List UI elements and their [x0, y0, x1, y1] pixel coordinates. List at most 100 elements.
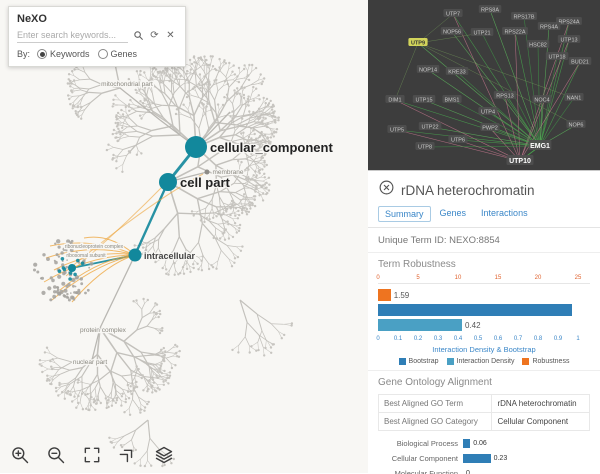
go-bar-track: 0: [463, 469, 590, 474]
gene-label-rps22a: RPS22A: [504, 29, 525, 35]
term-node-cell-part[interactable]: [159, 173, 177, 191]
gene-label-utp8: UTP8: [418, 144, 432, 150]
gene-label-noc4: NOC4: [534, 97, 549, 103]
gene-label-rps13: RPS13: [496, 93, 513, 99]
go-key-best-aligned-go-category: Best Aligned GO Category: [379, 413, 492, 431]
gene-label-emg1: EMG1: [530, 143, 550, 150]
gene-label-nop56: NOP56: [443, 29, 461, 35]
go-bar-label-molecular-function: Molecular Function: [378, 469, 463, 474]
expand-levels-button[interactable]: [114, 441, 141, 468]
gene-label-rps24a: RPS24A: [558, 19, 579, 25]
gene-label-utp13: UTP13: [560, 37, 577, 43]
go-bar-biological-process: Biological Process 0.06: [378, 437, 590, 450]
go-bar-value: 0.06: [473, 439, 487, 448]
bar-robustness: 1.59: [378, 289, 590, 301]
search-input[interactable]: [17, 28, 128, 43]
bar-fill-bootstrap: [378, 304, 572, 316]
bar-fill-robustness: [378, 289, 391, 301]
zoom-in-button[interactable]: [6, 441, 33, 468]
gene-label-dim1: DIM1: [388, 97, 401, 103]
membrane-node[interactable]: [205, 170, 210, 175]
search-icon[interactable]: [132, 29, 145, 42]
gene-label-kre33: KRE33: [448, 69, 465, 75]
layers-icon: [154, 445, 174, 465]
close-search-icon[interactable]: ✕: [164, 29, 177, 42]
legend-interaction-density: Interaction Density: [447, 358, 515, 365]
unique-term-id: Unique Term ID: NEXO:8854: [368, 228, 600, 253]
robustness-section-title: Term Robustness: [368, 253, 600, 272]
term-label-mitochondrial-part: mitochondrial part: [101, 81, 153, 88]
go-bar-track: 0.23: [463, 454, 590, 463]
go-bar-label-cellular-component: Cellular Component: [378, 454, 463, 463]
go-bar-fill: [463, 439, 470, 448]
gene-label-utp4: UTP4: [481, 109, 495, 115]
close-detail-icon[interactable]: [378, 179, 395, 201]
reset-search-icon[interactable]: ⟳: [148, 29, 161, 42]
gene-label-utp22: UTP22: [421, 124, 438, 130]
go-bar-cellular-component: Cellular Component 0.23: [378, 452, 590, 465]
fit-view-icon: [82, 445, 102, 465]
zoom-in-icon: [10, 445, 30, 465]
search-mode-keywords[interactable]: Keywords: [37, 49, 90, 59]
tree-main-edges: [72, 88, 230, 360]
go-bar-value: 0.23: [494, 454, 508, 463]
bar-bootstrap: [378, 304, 590, 316]
search-actions: ⟳ ✕: [132, 29, 177, 42]
go-value-best-aligned-go-term: rDNA heterochromatin: [492, 395, 590, 413]
gene-label-utp18: UTP18: [548, 54, 565, 60]
gene-label-bms1: BMS1: [445, 97, 460, 103]
term-node-cellular_component[interactable]: [185, 136, 207, 158]
gene-label-rps17b: RPS17B: [513, 14, 534, 20]
search-mode-options: Keywords Genes: [37, 49, 137, 59]
gene-label-utp9: UTP9: [411, 40, 425, 46]
term-node-intracellular[interactable]: [129, 249, 142, 262]
legend-label-bootstrap: Bootstrap: [409, 358, 439, 365]
search-mode-genes[interactable]: Genes: [98, 49, 138, 59]
legend-swatch-bootstrap: [399, 358, 406, 365]
gene-label-nan1: NAN1: [567, 95, 582, 101]
gene-label-pwp2: PWP2: [482, 125, 498, 131]
gene-label-utp10: UTP10: [509, 158, 531, 165]
gene-label-utp5: UTP5: [390, 127, 404, 133]
tab-interactions[interactable]: Interactions: [475, 206, 534, 222]
gene-label-utp15: UTP15: [415, 97, 432, 103]
tab-genes[interactable]: Genes: [434, 206, 473, 222]
zoom-out-button[interactable]: [42, 441, 69, 468]
term-label-nuclear-part: nuclear part: [73, 359, 108, 366]
cluster-term-node[interactable]: [68, 264, 76, 272]
term-label-ribonucleoprotein-complex: ribonucleoprotein complex: [65, 244, 124, 250]
legend-swatch-interaction-density: [447, 358, 454, 365]
go-bar-fill: [463, 454, 491, 463]
gene-label-rps4a: RPS4A: [540, 24, 558, 30]
term-label-protein-complex: protein complex: [80, 327, 127, 334]
go-bar-label-biological-process: Biological Process: [378, 439, 463, 448]
go-bar-track: 0.06: [463, 439, 590, 448]
term-label-ribosomal-subunit: ribosomal subunit: [66, 253, 106, 259]
gene-label-utp21: UTP21: [473, 30, 490, 36]
radio-label-keywords: Keywords: [50, 49, 90, 59]
bar-fill-interaction-density: [378, 319, 462, 331]
zoom-out-icon: [46, 445, 66, 465]
legend-label-interaction-density: Interaction Density: [457, 358, 515, 365]
fit-view-button[interactable]: [78, 441, 105, 468]
radio-keywords-icon[interactable]: [37, 49, 47, 59]
term-label-intracellular: intracellular: [144, 251, 196, 261]
term-label-cell-part: cell part: [180, 175, 231, 190]
radio-genes-icon[interactable]: [98, 49, 108, 59]
detail-header: rDNA heterochromatin: [368, 171, 600, 204]
tab-summary[interactable]: Summary: [378, 206, 431, 222]
layers-button[interactable]: [150, 441, 177, 468]
